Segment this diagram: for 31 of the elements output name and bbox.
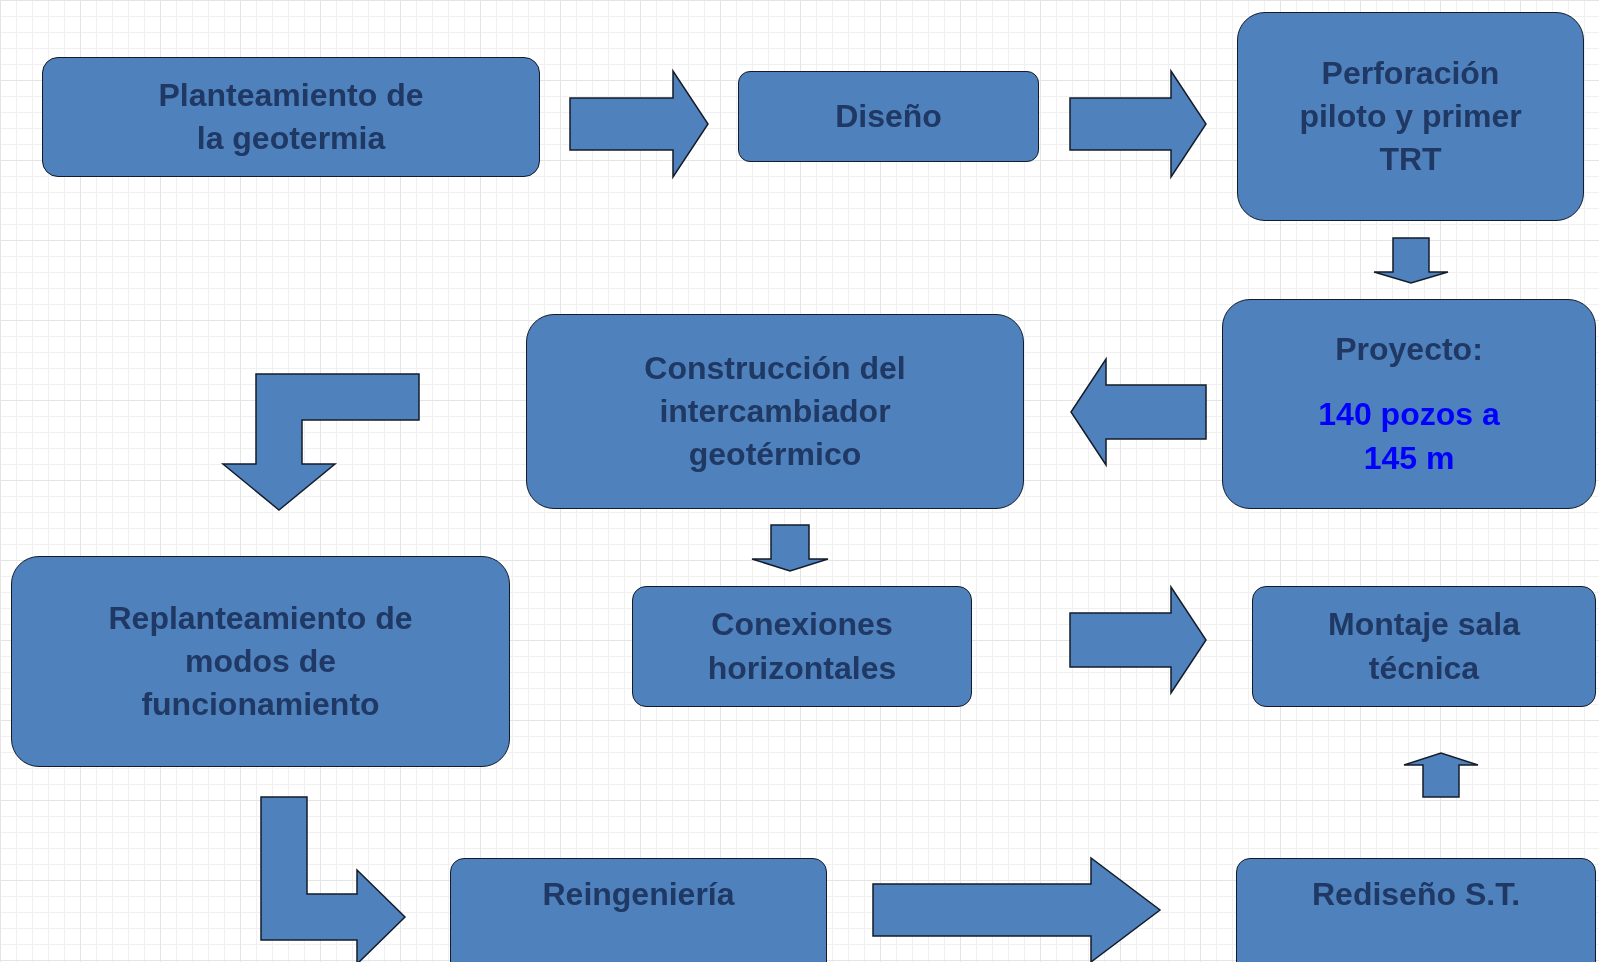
block-arrow xyxy=(1373,237,1449,284)
process-box xyxy=(11,556,510,767)
process-box xyxy=(42,57,540,177)
node-text: 140 pozos a 145 m xyxy=(1317,395,1501,478)
block-arrow xyxy=(1069,584,1207,696)
block-arrow xyxy=(1069,68,1207,180)
process-box xyxy=(1252,586,1596,707)
process-box xyxy=(450,858,827,962)
node-text: Diseño xyxy=(835,96,942,136)
block-arrow xyxy=(1070,356,1207,468)
process-box xyxy=(1236,858,1596,962)
block-arrow xyxy=(220,373,420,511)
block-arrow xyxy=(872,856,1162,962)
node-text: Conexiones horizontales xyxy=(706,605,898,688)
node-text: Montaje sala técnica xyxy=(1326,605,1522,688)
node-text: Rediseño S.T. xyxy=(1311,875,1520,914)
block-arrow xyxy=(569,68,709,180)
block-arrow xyxy=(1403,752,1479,798)
process-box xyxy=(1237,12,1584,221)
node-text: Planteamiento de la geotermia xyxy=(157,75,425,158)
process-box xyxy=(1222,299,1596,509)
process-box xyxy=(526,314,1024,509)
block-arrow xyxy=(751,524,829,572)
process-box xyxy=(632,586,972,707)
node-text: Perforación piloto y primer TRT xyxy=(1298,53,1523,180)
process-box xyxy=(738,71,1039,162)
node-text: Reingeniería xyxy=(542,875,735,914)
node-text: Construcción del intercambiador geotérmico xyxy=(643,348,907,475)
node-text: Proyecto: xyxy=(1335,330,1483,370)
node-text: Replanteamiento de modos de funcionamiento xyxy=(107,598,414,725)
block-arrow xyxy=(260,796,407,962)
